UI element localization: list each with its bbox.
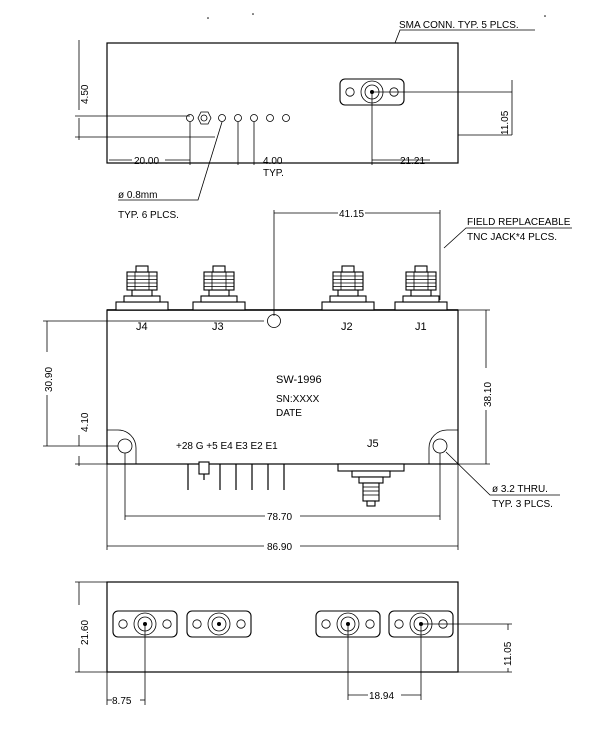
mount-hole-top bbox=[267, 314, 281, 328]
dim-front-left-small: 4.10 bbox=[80, 412, 91, 432]
dim-top-height: 4.50 bbox=[80, 84, 91, 104]
dim-pin-pitch: 4.00 bbox=[263, 156, 283, 167]
date-label: DATE bbox=[276, 408, 302, 419]
hole-note-1: ø 3.2 THRU. bbox=[492, 484, 548, 495]
sma-connector-j5 bbox=[337, 463, 405, 507]
field-note-1: FIELD REPLACEABLE bbox=[467, 217, 571, 228]
sma-note: SMA CONN. TYP. 5 PLCS. bbox=[399, 20, 519, 31]
pin-labels: +28 G +5 E4 E3 E2 E1 bbox=[176, 441, 278, 452]
port-j5: J5 bbox=[367, 438, 379, 450]
front-view: J4 J3 J2 J1 41.15 FIELD REPLACEABLE TNC … bbox=[43, 209, 572, 553]
top-view: SMA CONN. TYP. 5 PLCS. 4.50 11.05 20.00 bbox=[75, 20, 535, 221]
tnc-jack-j2 bbox=[321, 265, 375, 311]
dim-front-left: 30.90 bbox=[44, 367, 55, 392]
dim-bottom-left: 8.75 bbox=[112, 696, 132, 707]
dim-pin-pitch-note: TYP. bbox=[263, 168, 284, 179]
bottom-connector-2 bbox=[186, 610, 252, 638]
serial-label: SN:XXXX bbox=[276, 394, 320, 405]
dim-front-top: 41.15 bbox=[339, 209, 364, 220]
mount-hole-left bbox=[117, 438, 133, 454]
tnc-jack-j3 bbox=[192, 265, 246, 311]
field-note-2: TNC JACK*4 PLCS. bbox=[467, 232, 557, 243]
dim-bottom-height: 21.60 bbox=[80, 620, 91, 645]
dim-top-right: 21.21 bbox=[400, 156, 425, 167]
bottom-view: 21.60 11.05 8.75 18.94 bbox=[75, 581, 514, 707]
dim-bottom-pitch: 18.94 bbox=[369, 691, 394, 702]
dim-front-overall: 86.90 bbox=[267, 542, 292, 553]
top-view-body bbox=[106, 42, 459, 164]
pin-diameter: ø 0.8mm bbox=[118, 190, 157, 201]
port-j3: J3 bbox=[212, 321, 224, 333]
dim-front-inner: 78.70 bbox=[267, 512, 292, 523]
port-j1: J1 bbox=[415, 321, 427, 333]
pin-leads bbox=[187, 461, 285, 490]
dim-top-left: 20.00 bbox=[134, 156, 159, 167]
model-label: SW-1996 bbox=[276, 374, 322, 386]
mount-hole-right bbox=[432, 438, 448, 454]
dim-front-right: 38.10 bbox=[483, 382, 494, 407]
front-view-body bbox=[106, 309, 459, 465]
dim-bottom-vertical: 11.05 bbox=[503, 641, 514, 666]
port-j4: J4 bbox=[136, 321, 148, 333]
hole-note-2: TYP. 3 PLCS. bbox=[492, 499, 553, 510]
tnc-jack-j4 bbox=[115, 265, 169, 311]
bottom-view-body bbox=[106, 581, 459, 673]
port-j2: J2 bbox=[341, 321, 353, 333]
tnc-jack-j1 bbox=[394, 265, 448, 311]
dim-top-vertical: 11.05 bbox=[500, 110, 511, 135]
pin-diameter-note: TYP. 6 PLCS. bbox=[118, 210, 179, 221]
pin-row bbox=[186, 111, 290, 125]
